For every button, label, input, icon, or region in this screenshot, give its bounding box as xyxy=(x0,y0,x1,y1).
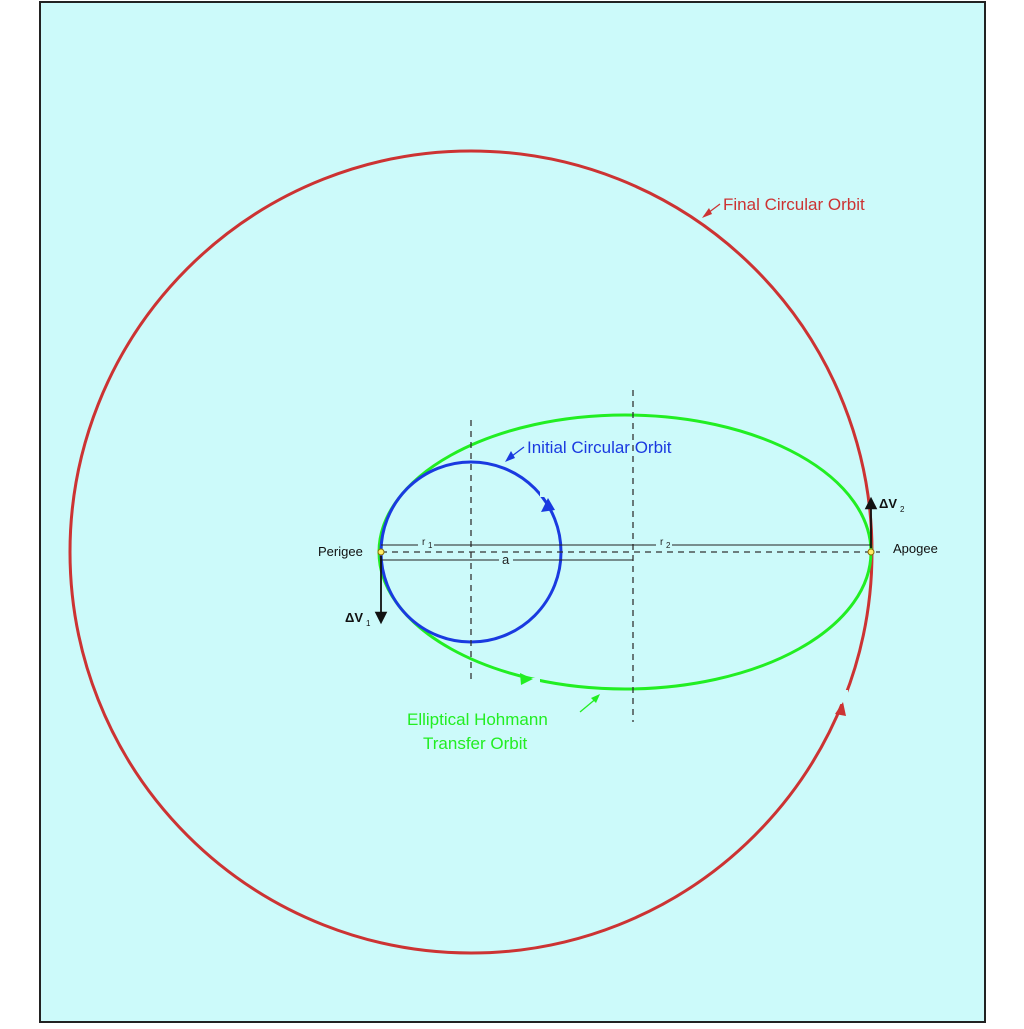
delta-v1-subscript: 1 xyxy=(366,619,371,628)
a-label: a xyxy=(502,552,510,567)
apogee-label: Apogee xyxy=(893,541,938,556)
perigee-point xyxy=(377,548,385,556)
r1-label: r xyxy=(422,537,426,548)
final-orbit-gap xyxy=(838,690,848,704)
r2-label: r xyxy=(660,537,664,548)
delta-v2-label: ΔV xyxy=(879,496,897,511)
final-orbit-label: Final Circular Orbit xyxy=(723,195,865,214)
r1-subscript: 1 xyxy=(428,541,433,550)
initial-orbit-gap xyxy=(540,483,552,497)
transfer-orbit-gap xyxy=(528,678,540,692)
transfer-orbit-label-line2: Transfer Orbit xyxy=(423,734,528,753)
transfer-orbit-label-line1: Elliptical Hohmann xyxy=(407,710,548,729)
r2-subscript: 2 xyxy=(666,541,671,550)
delta-v1-label: ΔV xyxy=(345,610,363,625)
transfer-orbit-direction-arrow xyxy=(520,673,533,685)
apogee-point xyxy=(867,548,875,556)
final-orbit-direction-arrow xyxy=(835,702,846,716)
diagram-frame xyxy=(39,1,986,1023)
perigee-label: Perigee xyxy=(318,544,363,559)
initial-orbit-label: Initial Circular Orbit xyxy=(527,438,672,457)
delta-v2-subscript: 2 xyxy=(900,505,905,514)
initial-orbit-direction-arrow xyxy=(541,498,555,512)
